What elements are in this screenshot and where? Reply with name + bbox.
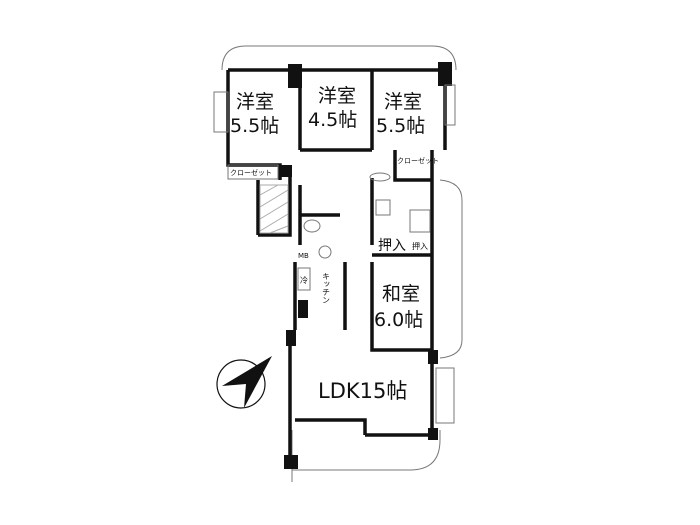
entrance-hatch (259, 184, 289, 234)
room-label-ldk: LDK15帖 (318, 379, 407, 403)
window (213, 91, 229, 133)
fridge-icon (297, 267, 311, 291)
north-arrow-icon (216, 356, 272, 409)
pillar (288, 64, 302, 88)
window (444, 84, 456, 126)
room-size-western-middle: 4.5帖 (308, 109, 357, 131)
balcony-bottom (291, 430, 441, 471)
closet-left (227, 164, 279, 180)
pillar (428, 428, 438, 440)
closet-left-label: クローゼット (230, 168, 272, 177)
pillar (280, 165, 292, 177)
room-name-western-right: 洋室 (384, 91, 422, 113)
window (435, 367, 455, 424)
oshiire-label-2: 押入 (412, 241, 428, 251)
balcony-top (221, 45, 457, 71)
toilet-icon (303, 219, 321, 233)
sink-icon (369, 172, 391, 182)
mb-label: MB (298, 252, 309, 260)
closet-right-label: クローゼット (397, 156, 439, 165)
kitchen-label: キッチン (322, 272, 331, 304)
room-name-western-left: 洋室 (236, 91, 274, 113)
fridge-label: 冷 (300, 275, 308, 285)
pillar (284, 455, 298, 469)
oshiire-label: 押入 (378, 238, 406, 254)
room-size-japanese: 6.0帖 (374, 309, 423, 331)
room-size-western-right: 5.5帖 (376, 115, 425, 137)
washer-icon (318, 245, 332, 259)
pillar (438, 62, 452, 86)
room-size-western-left: 5.5帖 (230, 115, 279, 137)
pillar (286, 330, 296, 346)
stove-icon (298, 300, 308, 318)
room-name-japanese: 和室 (382, 283, 420, 305)
bathtub-icon (409, 209, 431, 233)
washbasin-icon (375, 199, 391, 216)
pillar (428, 350, 438, 364)
room-name-western-middle: 洋室 (318, 85, 356, 107)
balcony-right (439, 179, 463, 359)
